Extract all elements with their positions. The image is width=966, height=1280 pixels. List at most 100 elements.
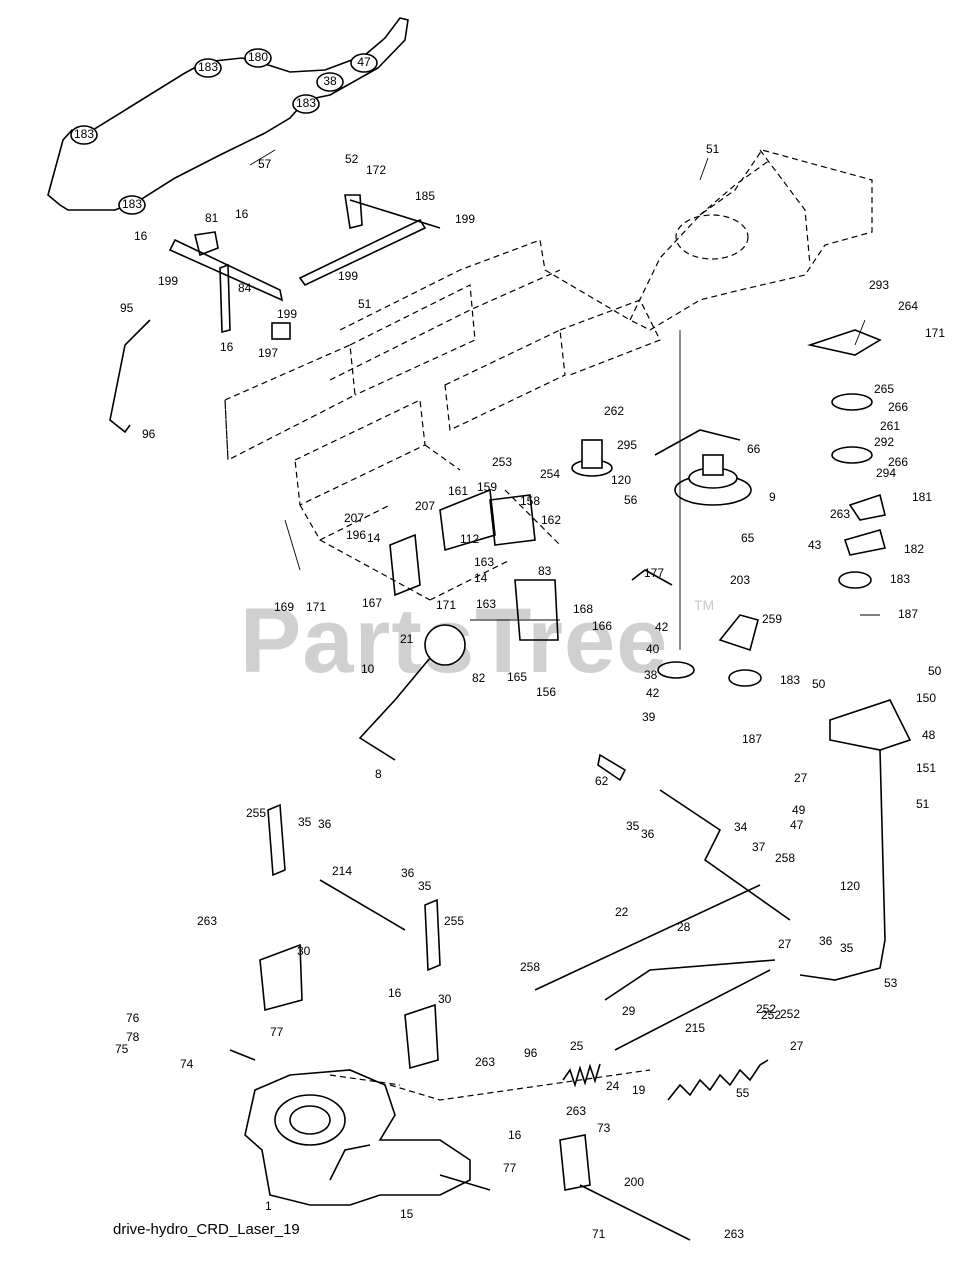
belt-pulley [316, 72, 344, 92]
callout-95: 95 [120, 301, 134, 315]
callout-159: 159 [477, 480, 497, 494]
callout-51: 51 [358, 297, 372, 311]
callout-76: 76 [126, 1011, 140, 1025]
callout-37: 37 [752, 840, 766, 854]
callout-203: 203 [730, 573, 750, 587]
callout-294: 294 [876, 466, 896, 480]
callout-9: 9 [769, 490, 776, 504]
pivot-brackets [358, 488, 559, 761]
callout-39: 39 [642, 710, 656, 724]
callout-207: 207 [415, 499, 435, 513]
callout-254: 254 [540, 467, 560, 481]
callout-265: 265 [874, 382, 894, 396]
callout-50: 50 [812, 677, 826, 691]
callout-263: 263 [475, 1055, 495, 1069]
callout-168: 168 [573, 602, 593, 616]
callout-78: 78 [126, 1030, 140, 1044]
callout-10: 10 [361, 662, 375, 676]
callout-29: 29 [622, 1004, 636, 1018]
callout-171: 171 [306, 600, 326, 614]
callout-82: 82 [472, 671, 486, 685]
callout-73: 73 [597, 1121, 611, 1135]
callout-35: 35 [418, 879, 432, 893]
callout-252: 252 [780, 1007, 800, 1021]
callout-1: 1 [265, 1199, 272, 1213]
callout-120: 120 [611, 473, 631, 487]
callout-263: 263 [830, 507, 850, 521]
callout-171: 171 [925, 326, 945, 340]
belt-pulley [244, 48, 272, 68]
callout-199: 199 [277, 307, 297, 321]
callout-259: 259 [762, 612, 782, 626]
belt-pulley-label: 180 [248, 50, 268, 64]
callout-181: 181 [912, 490, 932, 504]
callout-295: 295 [617, 438, 637, 452]
callout-36: 36 [318, 817, 332, 831]
callout-40: 40 [646, 642, 660, 656]
callout-55: 55 [736, 1086, 750, 1100]
callout-57: 57 [258, 157, 272, 171]
callout-83: 83 [538, 564, 552, 578]
callout-258: 258 [520, 960, 540, 974]
callout-15: 15 [400, 1207, 414, 1221]
callout-35: 35 [298, 815, 312, 829]
callout-27: 27 [778, 937, 792, 951]
callout-258: 258 [775, 851, 795, 865]
callout-163: 163 [474, 555, 494, 569]
callout-27: 27 [794, 771, 808, 785]
upper-linkage [109, 194, 441, 434]
callout-56: 56 [624, 493, 638, 507]
belt-pulley-label: 183 [74, 127, 94, 141]
callout-77: 77 [270, 1025, 284, 1039]
callout-30: 30 [297, 944, 311, 958]
callout-292: 292 [874, 435, 894, 449]
callout-25: 25 [570, 1039, 584, 1053]
callout-34: 34 [734, 820, 748, 834]
callout-42: 42 [655, 620, 669, 634]
callout-19: 19 [632, 1083, 646, 1097]
belt-pulley [118, 195, 146, 215]
callout-183: 183 [780, 673, 800, 687]
callout-215: 215 [685, 1021, 705, 1035]
callout-49: 49 [792, 803, 806, 817]
callout-27: 27 [790, 1039, 804, 1053]
belt-pulley [350, 53, 378, 73]
hydro-transaxle [229, 1049, 491, 1206]
callout-264: 264 [898, 299, 918, 313]
callout-96: 96 [524, 1046, 538, 1060]
callout-66: 66 [747, 442, 761, 456]
callout-120: 120 [840, 879, 860, 893]
lower-linkage [267, 699, 912, 1051]
callout-255: 255 [444, 914, 464, 928]
callout-77: 77 [503, 1161, 517, 1175]
callout-36: 36 [641, 827, 655, 841]
callout-28: 28 [677, 920, 691, 934]
callout-84: 84 [238, 281, 252, 295]
callout-263: 263 [724, 1227, 744, 1241]
belt-pulley [70, 125, 98, 145]
callout-24: 24 [606, 1079, 620, 1093]
callout-8: 8 [375, 767, 382, 781]
belt-pulley-label: 183 [198, 60, 218, 74]
callout-51: 51 [916, 797, 930, 811]
callout-199: 199 [338, 269, 358, 283]
callout-162: 162 [541, 513, 561, 527]
callout-65: 65 [741, 531, 755, 545]
callout-262: 262 [604, 404, 624, 418]
callout-214: 214 [332, 864, 352, 878]
callout-199: 199 [158, 274, 178, 288]
callout-53: 53 [884, 976, 898, 990]
callout-252: 252 [756, 1002, 776, 1016]
belt-pulley [292, 94, 320, 114]
callout-35: 35 [626, 819, 640, 833]
callout-43: 43 [808, 538, 822, 552]
callout-36: 36 [819, 934, 833, 948]
callout-38: 38 [644, 668, 658, 682]
callout-21: 21 [400, 632, 414, 646]
callout-263: 263 [197, 914, 217, 928]
callout-30: 30 [438, 992, 452, 1006]
callout-177: 177 [644, 566, 664, 580]
belt-pulleys: 1831831804738183183183 [70, 48, 378, 215]
rear-brackets [259, 943, 691, 1241]
